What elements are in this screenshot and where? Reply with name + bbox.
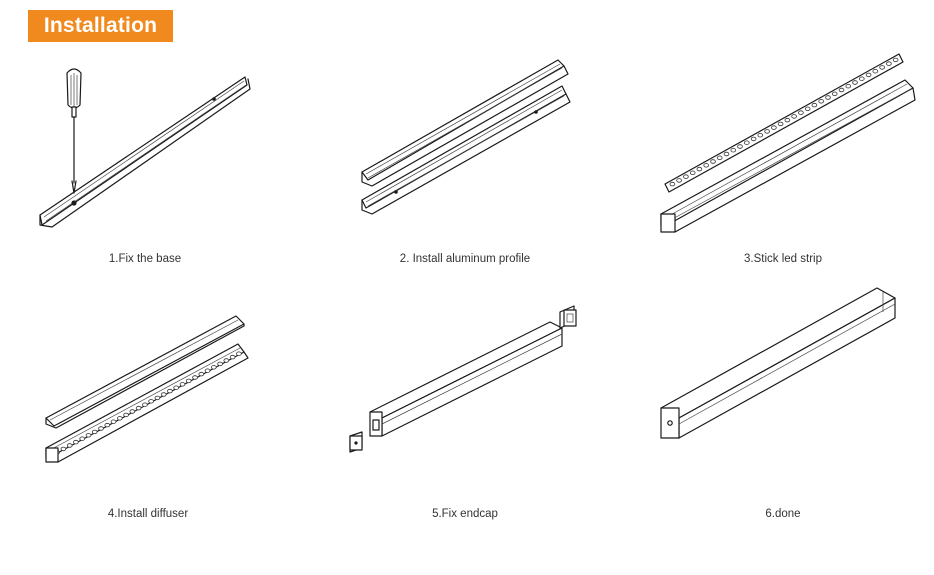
led-chip [892,57,899,63]
led-chip [723,151,730,157]
led-chip [886,61,892,66]
led-chip [117,416,123,421]
led-chip [859,76,865,81]
led-chip [185,378,192,384]
led-chip [85,433,92,438]
led-chip [879,65,885,70]
led-chip [764,129,770,134]
led-chip [696,166,703,172]
led-chip [811,102,818,108]
led-chip [676,178,682,183]
led-chip [142,402,148,407]
led-chip [104,422,111,428]
led-chip [79,436,85,441]
led-chip [744,140,750,145]
led-chip [223,358,230,363]
led-chip [217,361,223,367]
screwdriver-base-icon [39,68,251,228]
led-chip [173,385,180,390]
led-chip [771,125,777,130]
led-chip [804,106,811,111]
led-chip [852,80,858,85]
led-chip [192,375,198,380]
led-chip [66,443,73,448]
step-2-illustration [350,50,580,220]
endcap-icon [349,305,577,453]
diffuser-icon [45,315,249,463]
step-3-illustration [655,48,920,238]
led-chip [710,159,716,164]
led-chip [757,132,764,138]
led-chip [110,419,117,424]
step-2-caption: 2. Install aluminum profile [399,253,531,265]
led-chip [798,110,804,115]
led-chip [60,446,67,452]
led-chip [838,87,845,93]
led-chip [123,412,129,418]
aluminum-profile-icon [361,59,571,215]
step-6-caption: 6.done [765,508,801,520]
led-chip [135,405,142,411]
led-chip [211,365,217,370]
led-chip [689,170,696,175]
step-1-caption: 1.Fix the base [108,253,182,265]
led-chip [865,72,872,78]
led-chip [791,114,797,119]
led-chip [148,399,154,404]
led-chip [198,371,205,377]
finished-profile-icon [660,287,896,439]
step-1-illustration [30,55,260,240]
led-chip [777,121,784,127]
led-chip [703,163,709,168]
led-chip [91,429,98,435]
led-chip [129,409,136,414]
led-chip [160,392,167,397]
led-chip [204,368,211,373]
step-4-illustration [38,308,253,468]
led-chip [229,354,236,360]
led-strip-icon [660,53,916,233]
led-chip [98,426,104,431]
step-6-illustration [655,282,905,442]
led-chip [683,174,689,179]
led-chip [750,136,757,142]
step-4-caption: 4.Install diffuser [107,508,189,520]
led-chip [784,117,791,123]
led-chip [730,147,737,153]
step-5-illustration [340,300,590,460]
step-5-caption: 5.Fix endcap [432,508,498,520]
led-chip [179,382,186,387]
led-chip [845,84,852,89]
led-chip [167,388,173,394]
led-chip [872,69,879,74]
led-chip [825,95,831,100]
led-chip [73,439,79,445]
led-chip [737,144,743,149]
led-chip [154,395,161,401]
led-chip [236,351,242,356]
led-chip [716,155,723,160]
led-chip [818,99,825,104]
led-chip [831,91,838,96]
led-chip [669,181,676,187]
step-3-caption: 3.Stick led strip [744,253,822,265]
section-title: Installation [28,10,173,42]
